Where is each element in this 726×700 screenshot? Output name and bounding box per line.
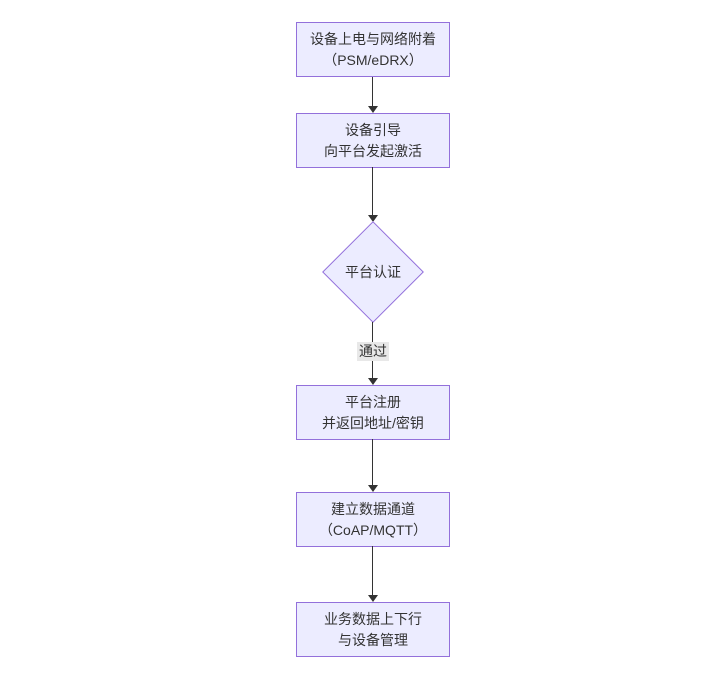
edge-label-pass: 通过	[357, 342, 389, 361]
node-label-line: （CoAP/MQTT）	[318, 521, 428, 538]
arrowhead-down-icon	[368, 595, 378, 602]
node-platform-register: 平台注册 并返回地址/密钥	[296, 385, 450, 440]
node-label-line: 并返回地址/密钥	[322, 414, 424, 431]
connector-line	[372, 167, 373, 216]
node-label-line: 建立数据通道	[331, 500, 415, 517]
node-device-bootstrap: 设备引导 向平台发起激活	[296, 113, 450, 168]
arrowhead-down-icon	[368, 485, 378, 492]
node-data-channel: 建立数据通道 （CoAP/MQTT）	[296, 492, 450, 547]
node-device-power-network-attach: 设备上电与网络附着 （PSM/eDRX）	[296, 22, 450, 77]
connector-line	[372, 439, 373, 486]
node-label-line: 业务数据上下行	[324, 610, 422, 627]
node-label-line: 向平台发起激活	[324, 142, 422, 159]
node-label-line: 设备上电与网络附着	[310, 30, 436, 47]
connector-line	[372, 546, 373, 596]
arrowhead-down-icon	[368, 215, 378, 222]
node-label-line: 设备引导	[345, 121, 401, 138]
arrowhead-down-icon	[368, 106, 378, 113]
node-business-data-device-mgmt: 业务数据上下行 与设备管理	[296, 602, 450, 657]
node-label-line: 平台注册	[345, 393, 401, 410]
node-label-line: 与设备管理	[338, 631, 408, 648]
arrowhead-down-icon	[368, 378, 378, 385]
node-label-line: （PSM/eDRX）	[323, 51, 423, 68]
connector-line	[372, 77, 373, 107]
decision-platform-auth-label: 平台认证	[345, 264, 401, 280]
